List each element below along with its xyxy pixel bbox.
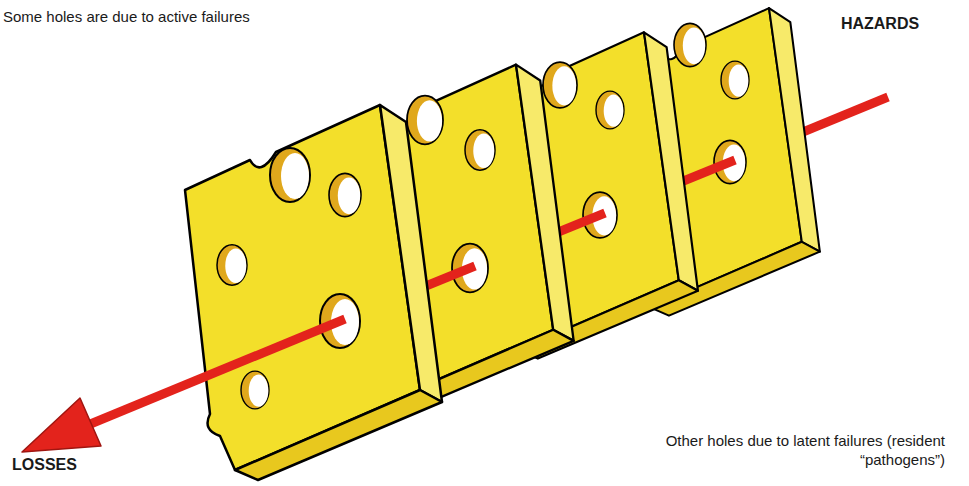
hazards-label: HAZARDS <box>805 14 955 34</box>
note-label: Other holes due to latent failures (resi… <box>640 432 945 470</box>
arrow-head <box>22 398 101 452</box>
cheese-slice <box>185 105 442 480</box>
hazard-arrow <box>88 319 345 425</box>
losses-label: LOSSES <box>12 455 162 475</box>
note-label: Some holes are due to active failures <box>3 8 383 27</box>
